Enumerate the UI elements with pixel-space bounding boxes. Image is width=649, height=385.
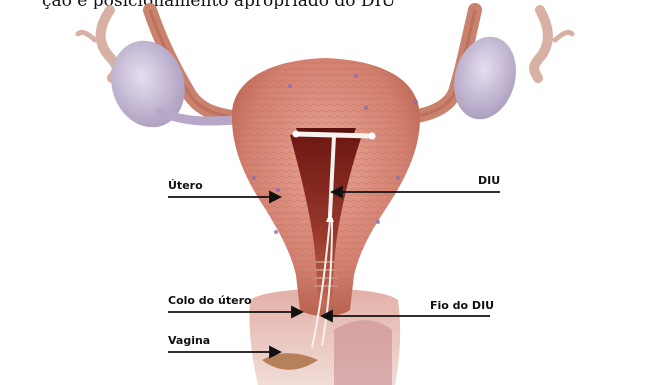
label-diu: DIU [478,174,500,187]
right-ovary [445,30,525,127]
label-utero: Útero [168,179,203,192]
label-fio-do-diu: Fio do DIU [430,299,494,312]
label-vagina: Vagina [168,334,210,347]
label-colo-do-utero: Colo do útero [168,294,252,307]
